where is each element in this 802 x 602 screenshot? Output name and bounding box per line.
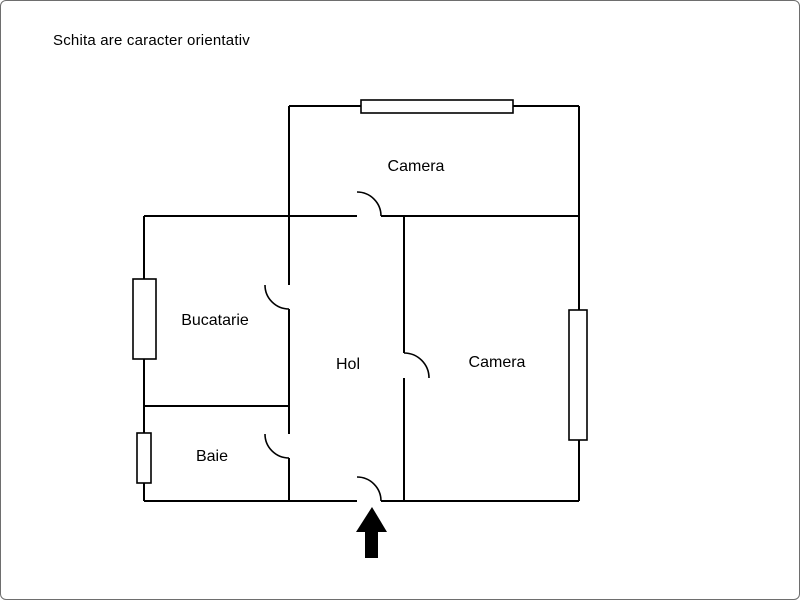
disclaimer-text: Schita are caracter orientativ bbox=[53, 32, 250, 49]
window-baie bbox=[136, 432, 152, 484]
door-arc-entrance bbox=[356, 476, 382, 502]
windows bbox=[132, 99, 588, 484]
room-label-bucatarie: Bucatarie bbox=[181, 312, 249, 329]
window-camera-top bbox=[360, 99, 514, 114]
room-label-camera-right: Camera bbox=[469, 354, 526, 371]
room-labels: Camera Bucatarie Hol Camera Baie bbox=[181, 158, 525, 465]
entrance-arrow-icon bbox=[356, 507, 387, 558]
window-bucatarie bbox=[132, 278, 157, 360]
door-arc-camera-right bbox=[403, 352, 430, 379]
walls bbox=[143, 105, 580, 502]
window-camera-right bbox=[568, 309, 588, 441]
door-arc-bucatarie bbox=[264, 284, 290, 310]
door-arc-camera-top bbox=[356, 191, 382, 217]
doors bbox=[264, 191, 430, 502]
room-label-camera-top: Camera bbox=[388, 158, 445, 175]
door-arc-baie bbox=[264, 433, 290, 459]
room-label-baie: Baie bbox=[196, 448, 228, 465]
room-label-hol: Hol bbox=[336, 356, 360, 373]
